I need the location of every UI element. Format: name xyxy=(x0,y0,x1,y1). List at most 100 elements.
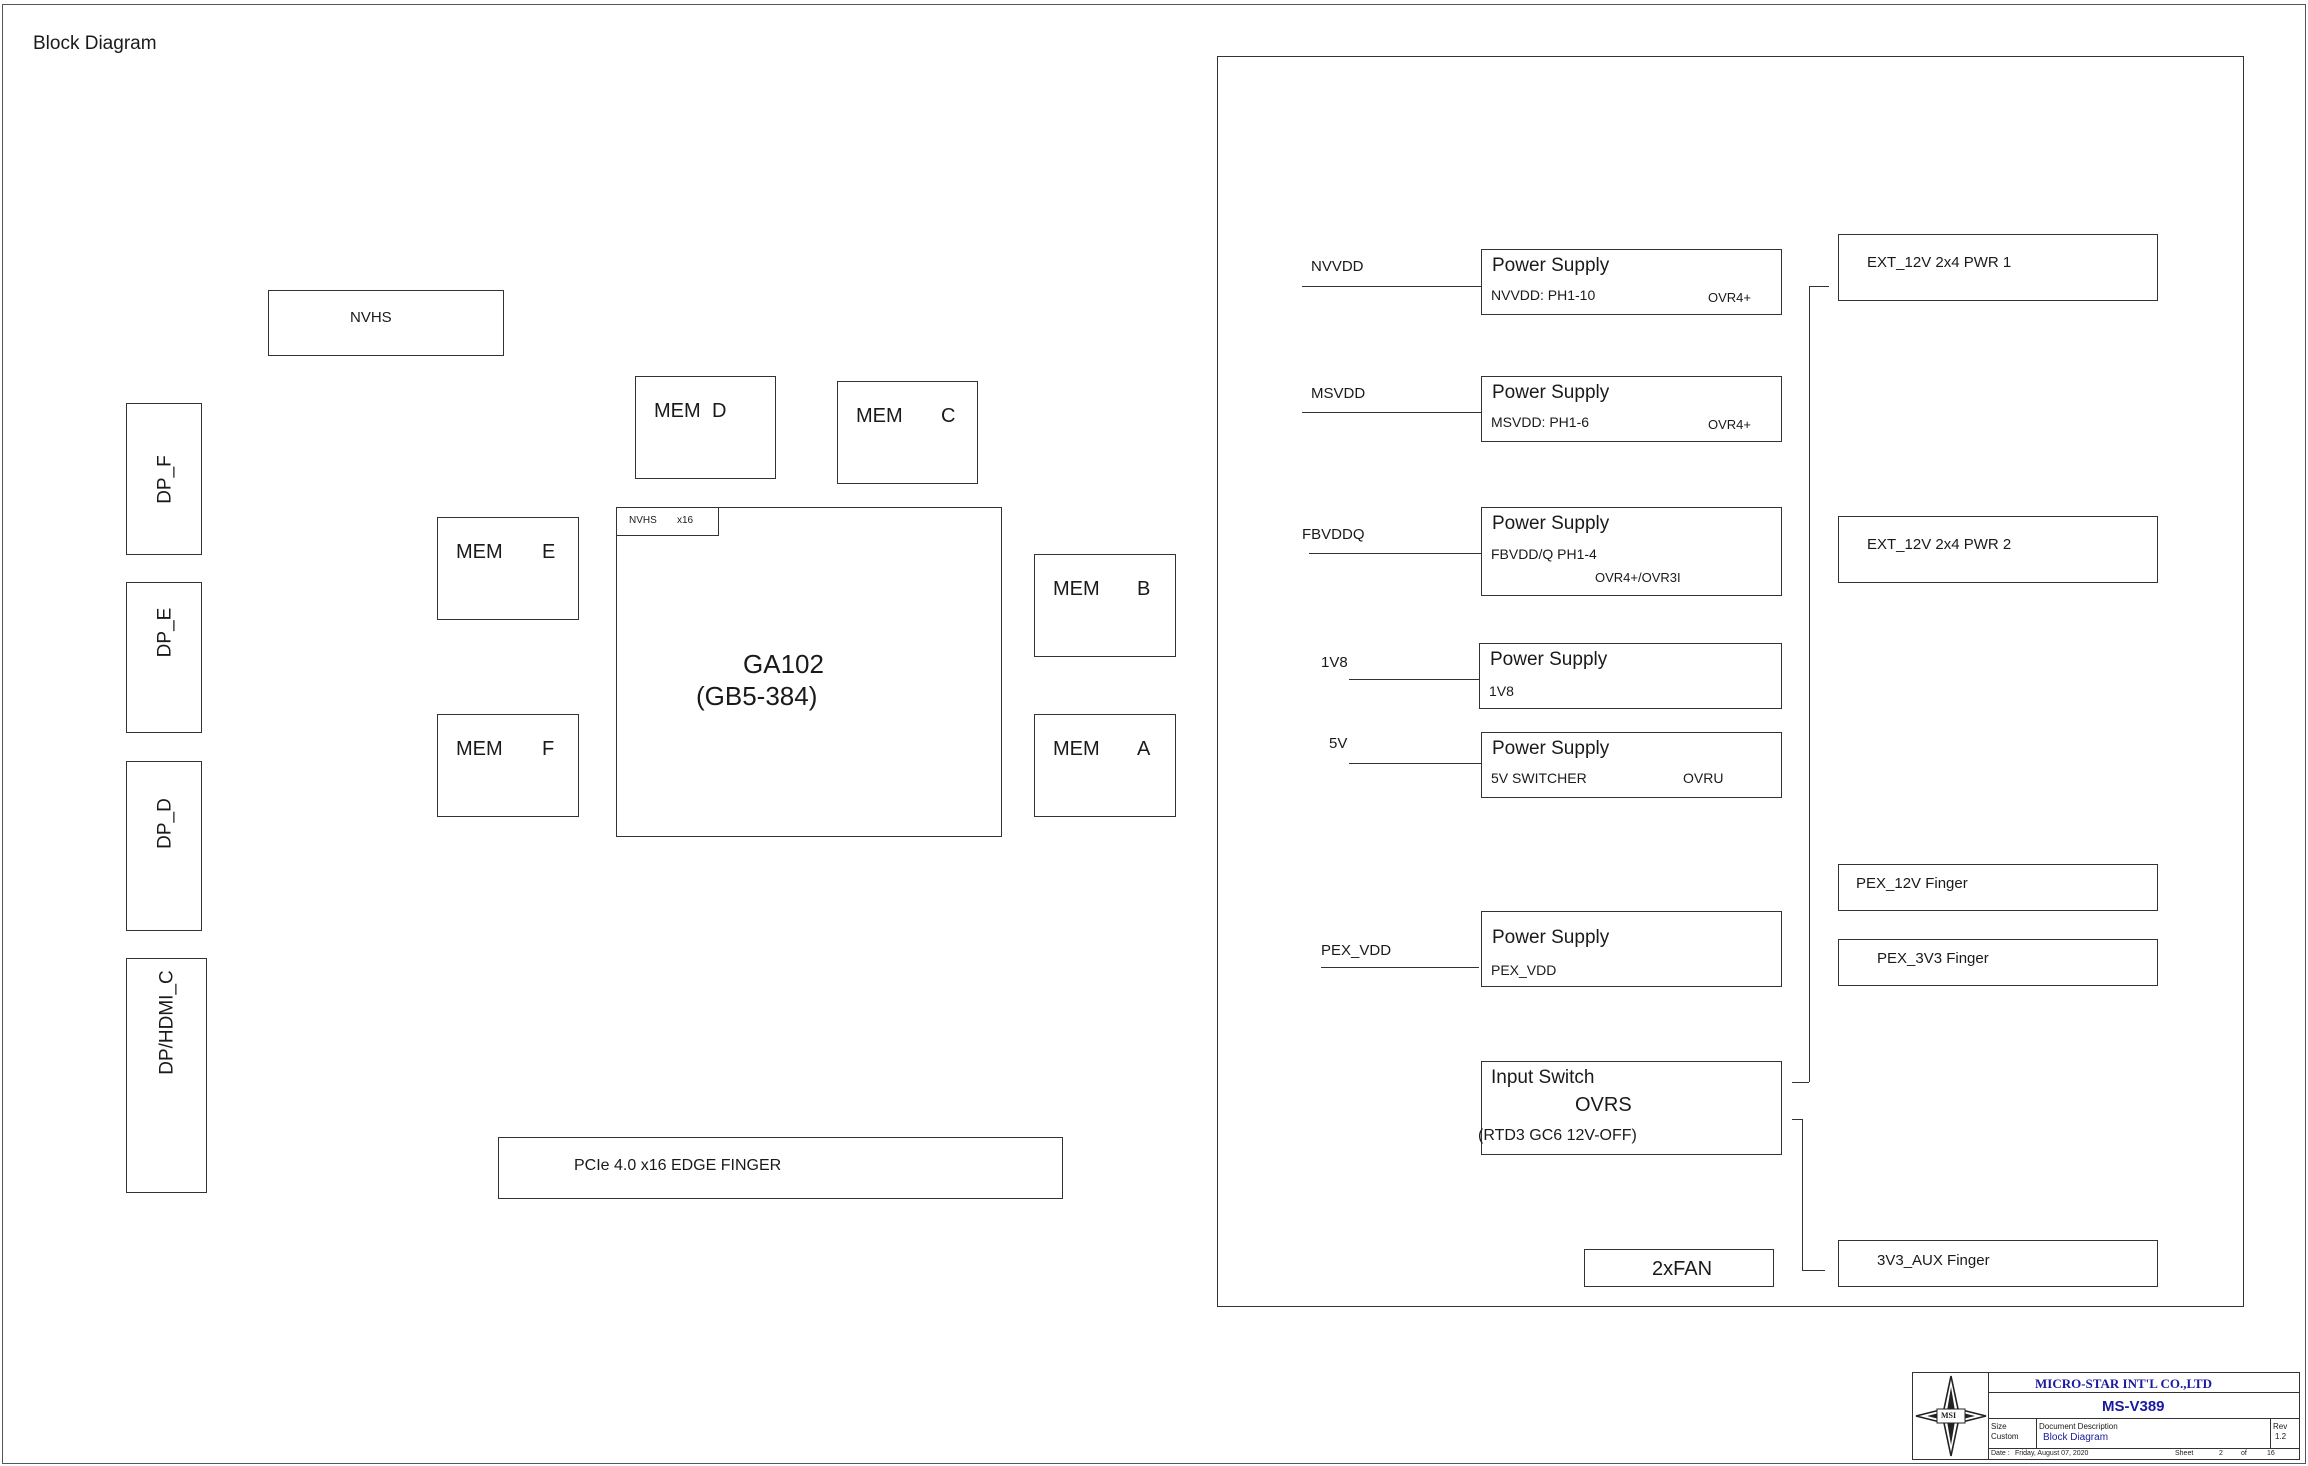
mem-c-label: MEM xyxy=(856,405,903,427)
mem-b-box: MEM B xyxy=(1034,554,1176,657)
model-row: MS-V389 xyxy=(1989,1393,2299,1419)
power-supply-desc: PEX_VDD xyxy=(1491,962,1557,978)
power-supply-title: Power Supply xyxy=(1492,738,1610,759)
dp-d-label: DP_D xyxy=(154,798,176,849)
aux-3v3-finger-box: 3V3_AUX Finger xyxy=(1838,1240,2158,1287)
gpu-tab-x16: x16 xyxy=(677,515,694,526)
pcie-edge-label: PCIe 4.0 x16 EDGE FINGER xyxy=(574,1157,782,1174)
rail-label: FBVDDQ xyxy=(1302,526,1365,543)
rev-label: Rev xyxy=(2273,1422,2288,1431)
gpu-package: (GB5-384) xyxy=(696,681,818,711)
power-supply-title: Power Supply xyxy=(1492,255,1610,276)
title-block: MSI MICRO-STAR INT'L CO.,LTD MS-V389 Siz… xyxy=(1912,1372,2300,1460)
power-supply-desc: FBVDD/Q PH1-4 xyxy=(1491,546,1597,562)
mem-e-id: E xyxy=(542,541,556,563)
mem-b-label: MEM xyxy=(1053,578,1100,600)
mem-a-box: MEM A xyxy=(1034,714,1176,817)
aux-stub-top xyxy=(1792,1119,1802,1120)
rail-line xyxy=(1309,553,1481,554)
mem-f-box: MEM F xyxy=(437,714,579,817)
dp-d-box: DP_D xyxy=(126,761,202,931)
title-block-logo-cell: MSI xyxy=(1913,1373,1989,1459)
model-name: MS-V389 xyxy=(2102,1398,2165,1415)
pex-12v-finger-box: PEX_12V Finger xyxy=(1838,864,2158,911)
input-bus-stub-top xyxy=(1809,286,1829,287)
dp-f-label: DP_F xyxy=(154,455,176,504)
power-supply-ctrl: OVR4+ xyxy=(1708,417,1751,432)
power-supply-box: Power Supply 1V8 xyxy=(1479,643,1782,709)
power-supply-box: Power Supply 5V SWITCHER OVRU xyxy=(1481,732,1782,798)
ext-12v-pwr2-box: EXT_12V 2x4 PWR 2 xyxy=(1838,516,2158,583)
gpu-tab-nvhs: NVHS xyxy=(629,515,657,526)
ext-12v-pwr1-box: EXT_12V 2x4 PWR 1 xyxy=(1838,234,2158,301)
power-supply-title: Power Supply xyxy=(1492,513,1610,534)
input-switch-ctrl: OVRS xyxy=(1575,1094,1632,1116)
nvhs-box: NVHS xyxy=(268,290,504,356)
pcie-edge-box: PCIe 4.0 x16 EDGE FINGER xyxy=(498,1137,1063,1199)
rev-value: 1.2 xyxy=(2275,1432,2287,1441)
page-title: Block Diagram xyxy=(33,33,157,54)
power-supply-ctrl: OVR4+ xyxy=(1708,290,1751,305)
power-supply-box: Power Supply MSVDD: PH1-6 OVR4+ xyxy=(1481,376,1782,442)
aux-3v3-finger-label: 3V3_AUX Finger xyxy=(1877,1252,1990,1269)
power-supply-ctrl: OVR4+/OVR3I xyxy=(1595,570,1681,585)
power-supply-title: Power Supply xyxy=(1492,382,1610,403)
dp-f-box: DP_F xyxy=(126,403,202,555)
rail-line xyxy=(1349,679,1481,680)
rail-label: 1V8 xyxy=(1321,654,1348,671)
company-name: MICRO-STAR INT'L CO.,LTD xyxy=(2035,1376,2212,1391)
power-supply-desc: NVVDD: PH1-10 xyxy=(1491,287,1596,303)
input-bus-line xyxy=(1809,286,1810,1082)
company-row: MICRO-STAR INT'L CO.,LTD xyxy=(1989,1373,2299,1393)
power-supply-desc: 1V8 xyxy=(1489,683,1514,699)
mem-e-label: MEM xyxy=(456,541,503,563)
input-bus-stub-bottom xyxy=(1792,1082,1809,1083)
aux-stub-bottom xyxy=(1802,1270,1825,1271)
pex-12v-finger-label: PEX_12V Finger xyxy=(1856,875,1968,892)
date-label: Date : xyxy=(1991,1450,2010,1457)
doc-cell: Document Description Block Diagram xyxy=(2037,1419,2271,1449)
input-switch-title: Input Switch xyxy=(1491,1067,1595,1088)
of-value: 16 xyxy=(2267,1450,2275,1457)
rail-label: MSVDD xyxy=(1311,385,1366,402)
power-supply-box: Power Supply NVVDD: PH1-10 OVR4+ xyxy=(1481,249,1782,315)
size-value: Custom xyxy=(1991,1432,2019,1441)
input-switch-note: (RTD3 GC6 12V-OFF) xyxy=(1478,1127,1637,1144)
mem-a-label: MEM xyxy=(1053,738,1100,760)
rev-cell: Rev 1.2 xyxy=(2271,1419,2299,1449)
pex-3v3-finger-label: PEX_3V3 Finger xyxy=(1877,950,1989,967)
mem-f-label: MEM xyxy=(456,738,503,760)
pex-3v3-finger-box: PEX_3V3 Finger xyxy=(1838,939,2158,986)
rail-line xyxy=(1349,763,1481,764)
power-supply-box: Power Supply FBVDD/Q PH1-4 OVR4+/OVR3I xyxy=(1481,507,1782,596)
sheet-label: Sheet xyxy=(2175,1450,2194,1457)
rail-line xyxy=(1302,286,1481,287)
dp-hdmi-c-box: DP/HDMI_C xyxy=(126,958,207,1193)
dp-hdmi-c-label: DP/HDMI_C xyxy=(156,970,178,1075)
nvhs-label: NVHS xyxy=(350,309,392,326)
date-row: Date : Friday, August 07, 2020 Sheet 2 o… xyxy=(1989,1449,2299,1459)
rail-line xyxy=(1302,412,1481,413)
fan-label: 2xFAN xyxy=(1652,1258,1713,1280)
gpu-name: GA102 xyxy=(743,649,824,679)
rail-label: 5V xyxy=(1329,735,1348,752)
fan-box: 2xFAN xyxy=(1584,1249,1774,1287)
power-supply-title: Power Supply xyxy=(1490,649,1608,670)
power-supply-box: Power Supply PEX_VDD xyxy=(1481,911,1782,987)
doc-label: Document Description xyxy=(2039,1422,2118,1431)
rail-line xyxy=(1321,967,1479,968)
msi-star-logo-icon xyxy=(1915,1375,1987,1457)
dp-e-label: DP_E xyxy=(154,607,176,658)
power-supply-desc: 5V SWITCHER xyxy=(1491,770,1587,786)
power-supply-ctrl: OVRU xyxy=(1683,770,1724,786)
mem-f-id: F xyxy=(542,738,555,760)
msi-logo-text: MSI xyxy=(1941,1411,1957,1420)
sheet-value: 2 xyxy=(2219,1450,2223,1457)
input-switch-box: Input Switch OVRS (RTD3 GC6 12V-OFF) xyxy=(1478,1061,1782,1155)
mem-d-id: D xyxy=(712,400,727,422)
page-border xyxy=(2,4,2306,1464)
ext-12v-pwr2-label: EXT_12V 2x4 PWR 2 xyxy=(1867,536,2012,553)
size-label: Size xyxy=(1991,1422,2007,1431)
doc-value: Block Diagram xyxy=(2043,1432,2109,1443)
aux-line xyxy=(1802,1119,1803,1270)
